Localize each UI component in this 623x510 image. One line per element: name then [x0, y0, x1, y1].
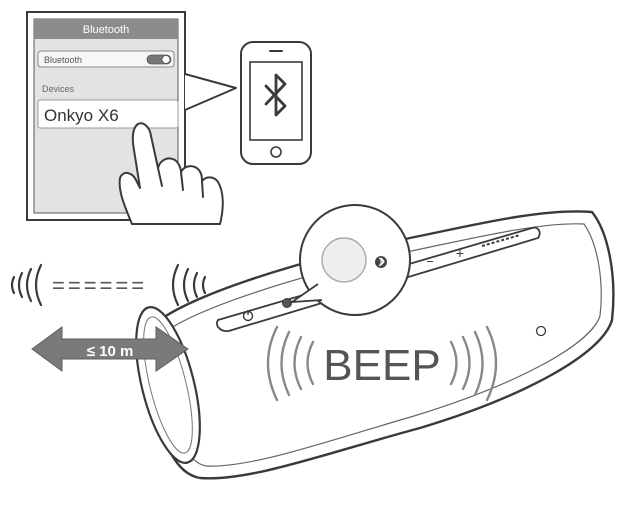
device-name: Onkyo X6 [44, 106, 119, 125]
bluetooth-row[interactable] [37, 50, 175, 68]
range-arrow: ≤ 10 m [31, 326, 189, 372]
bluetooth-row-label: Bluetooth [44, 55, 82, 65]
speaker-end-cap-inner [143, 316, 193, 454]
settings-screen: Bluetooth Bluetooth Devices Onkyo X6 [26, 11, 186, 221]
signal-waves-left [10, 263, 43, 307]
magnified-bluetooth-icon [378, 257, 385, 267]
device-row-onkyo[interactable] [37, 99, 179, 129]
beep-text: BEEP [323, 341, 440, 390]
power-button[interactable] [242, 310, 254, 322]
settings-header-title: Bluetooth [83, 24, 129, 36]
bluetooth-toggle[interactable] [146, 54, 172, 65]
range-arrow-shape [31, 326, 189, 372]
status-indicator-icon [535, 325, 547, 337]
magnifier-pointer [288, 283, 323, 304]
volume-plus-button[interactable]: + [456, 245, 464, 261]
signal-dashes: ====== [52, 273, 147, 298]
signal-waves-right [171, 263, 207, 307]
range-label: ≤ 10 m [87, 343, 134, 360]
smartphone-home-button [270, 146, 282, 158]
panel-label-marks [481, 234, 521, 247]
bluetooth-icon [264, 73, 287, 117]
smartphone [240, 41, 312, 165]
settings-header [34, 19, 178, 39]
magnifier-callout [288, 204, 411, 316]
panel-bluetooth-button[interactable] [282, 298, 292, 308]
devices-label: Devices [42, 84, 75, 94]
hand-pointer-illustration [118, 122, 224, 225]
magnified-bluetooth-button[interactable] [321, 237, 367, 283]
volume-minus-button[interactable]: − [426, 254, 434, 269]
beep-sound-waves-right [449, 325, 498, 402]
beep-sound-waves-left [266, 325, 315, 402]
speech-bubble [184, 73, 237, 111]
